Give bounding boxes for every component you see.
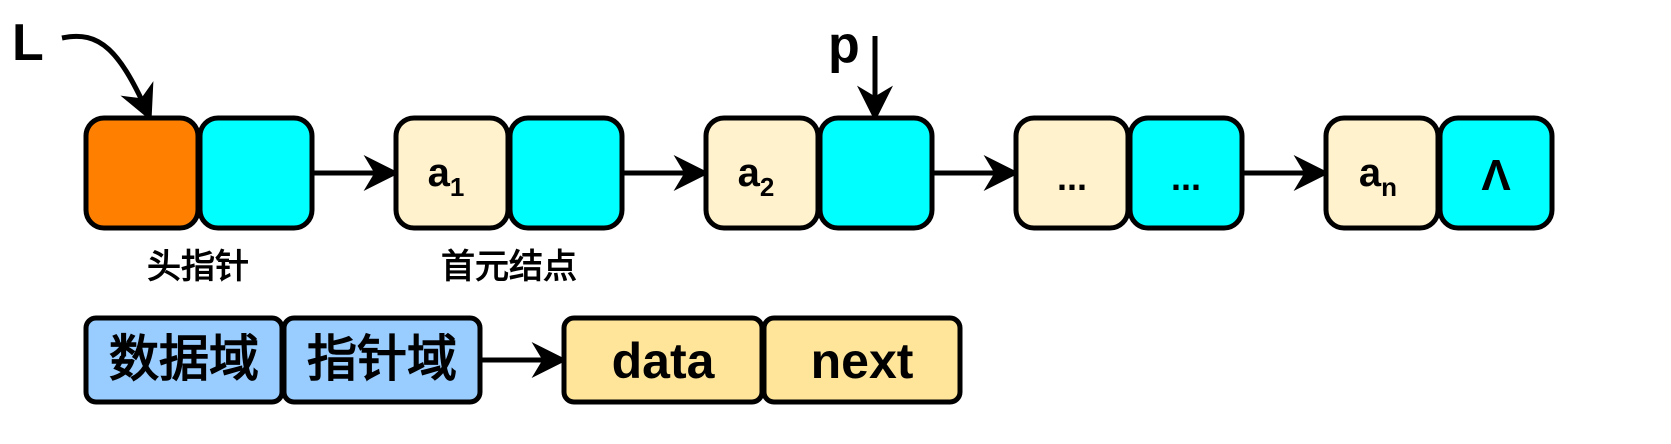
node-data-value: an (1359, 151, 1397, 202)
legend-next-name-box (761, 315, 963, 405)
list-node-1: a1 (393, 115, 625, 231)
legend-next-name: next (811, 333, 914, 389)
current-pointer-variable: p (828, 16, 860, 74)
node-data-value: a1 (428, 151, 465, 202)
node-pointer-field (507, 115, 625, 231)
legend-field-names: 数据域 指针域 (83, 315, 483, 405)
list-node-last: an Λ (1323, 115, 1555, 231)
legend-field-identifiers: data next (561, 315, 963, 405)
list-node-ellipsis: ... ... (1013, 115, 1245, 231)
node-pointer-field (817, 115, 935, 231)
legend-pointer-field-label: 指针域 (307, 330, 457, 388)
node-data-value: ... (1057, 157, 1087, 198)
node-data-value: a2 (738, 151, 775, 202)
list-node-2: a2 (703, 115, 935, 231)
list-node-head (83, 115, 315, 231)
node-pointer-field (1437, 115, 1555, 231)
head-pointer-variable: L (12, 14, 44, 72)
node-data-field (83, 115, 201, 231)
head-pointer-arrow (61, 33, 154, 122)
node-pointer-value: ... (1171, 157, 1201, 198)
head-node-label: 头指针 (147, 247, 249, 287)
first-node-label: 首元结点 (441, 247, 577, 287)
node-pointer-field (197, 115, 315, 231)
null-pointer-symbol: Λ (1481, 151, 1511, 200)
legend-data-field-label: 数据域 (109, 330, 259, 388)
legend-data-name: data (612, 333, 716, 389)
